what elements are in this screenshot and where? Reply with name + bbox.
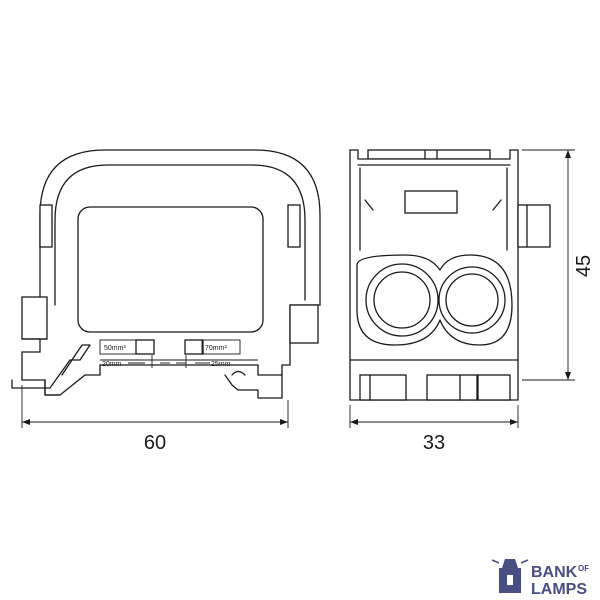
front-slot-right: [287, 204, 301, 248]
front-slot-left: [39, 204, 53, 248]
logo-line1: BANK: [531, 564, 578, 581]
bank-of-lamps-logo: BANK OF LAMPS: [491, 559, 589, 598]
strip-length-right: 25mm: [211, 361, 231, 368]
side-hole-right: [438, 266, 506, 334]
strip-length-left: 20mm: [102, 361, 122, 368]
side-hole-frame: [356, 254, 513, 346]
side-hole-right-inner: [445, 273, 499, 327]
cable-label-left: 50mm² 20mm: [99, 339, 170, 368]
front-left-clamp: [21, 296, 48, 340]
side-top-cap: [367, 149, 491, 160]
logo-line1-small: OF: [578, 564, 589, 573]
dimension-width-side: 33: [349, 405, 519, 454]
side-foot-2: [426, 374, 478, 401]
front-din-foot-left: [11, 344, 91, 389]
front-window: [77, 206, 264, 333]
side-view: [349, 149, 551, 401]
side-foot-1: [359, 374, 407, 401]
side-right-tab: [517, 204, 551, 248]
front-view: 50mm² 20mm 70mm² 25mm: [11, 149, 321, 399]
cable-label-right: 70mm² 25mm: [176, 339, 241, 368]
side-foot-3: [477, 374, 511, 401]
cable-size-left: 50mm²: [104, 345, 126, 352]
front-inner-frame: [54, 164, 306, 306]
front-din-hook: [231, 370, 246, 376]
dimension-label-45: 45: [573, 255, 595, 277]
front-right-clamp: [289, 304, 319, 344]
side-label-plate: [404, 190, 458, 214]
front-din-foot-left-inner: [44, 379, 61, 396]
logo-line2: LAMPS: [531, 581, 587, 598]
side-hole-left-inner: [373, 271, 431, 329]
dimension-label-33: 33: [423, 432, 445, 454]
cable-size-right: 70mm²: [205, 345, 227, 352]
side-hole-left: [365, 263, 439, 337]
side-inner-panel: [357, 164, 511, 251]
dimension-label-60: 60: [144, 432, 166, 454]
dimension-height-side: 45: [522, 149, 595, 381]
dimension-width-front: 60: [21, 385, 289, 454]
front-din-foot-right: [224, 374, 283, 399]
